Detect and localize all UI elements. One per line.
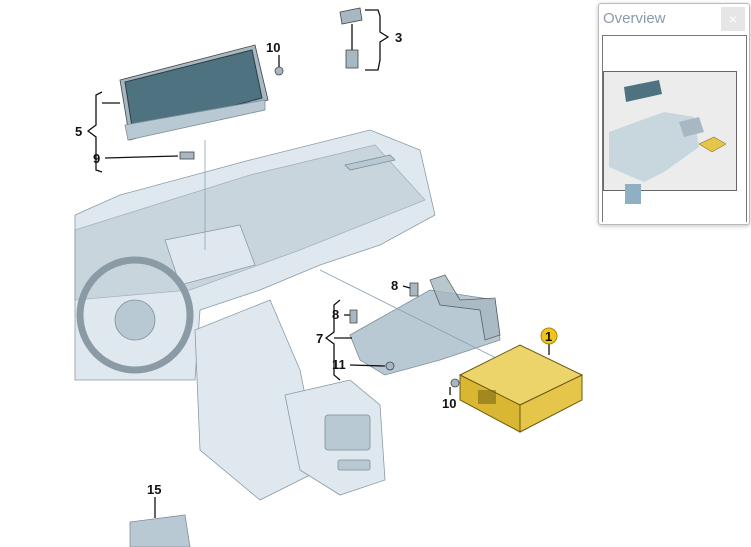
callout-7[interactable]: 7 — [316, 331, 323, 346]
overview-mini-diagram — [609, 80, 727, 182]
overview-viewport-frame[interactable] — [603, 71, 737, 191]
dashboard-illustration — [74, 129, 436, 501]
callout-1[interactable]: 1 — [545, 329, 552, 344]
callout-15[interactable]: 15 — [147, 482, 161, 497]
mounting-bracket-part-7[interactable] — [349, 274, 501, 376]
callout-9[interactable]: 9 — [93, 151, 100, 166]
close-icon[interactable]: × — [721, 7, 745, 31]
bracket-part-9[interactable] — [179, 151, 195, 160]
instrument-display-part-5[interactable] — [119, 44, 269, 141]
leader-lines — [86, 9, 550, 395]
callout-3[interactable]: 3 — [395, 30, 402, 45]
callout-5[interactable]: 5 — [75, 124, 82, 139]
sensor-part-3[interactable] — [339, 7, 363, 69]
clip-part-8[interactable] — [349, 309, 358, 324]
callout-10[interactable]: 10 — [442, 396, 456, 411]
overview-panel: Overview × — [598, 3, 750, 225]
manual-part-15[interactable] — [129, 497, 191, 547]
clip-part-8[interactable] — [409, 282, 419, 297]
screw-part-10[interactable] — [274, 66, 284, 76]
callout-1-badge[interactable] — [540, 327, 558, 345]
overview-manual-thumb — [625, 184, 641, 204]
callout-8[interactable]: 8 — [332, 307, 339, 322]
overview-thumbnail[interactable] — [602, 35, 747, 222]
overview-title: Overview — [603, 10, 666, 27]
screw-part-10[interactable] — [450, 378, 460, 388]
callout-10[interactable]: 10 — [266, 40, 280, 55]
callout-8[interactable]: 8 — [391, 278, 398, 293]
callout-11[interactable]: 11 — [332, 357, 346, 372]
control-unit-part-1[interactable] — [458, 344, 584, 433]
nut-part-11[interactable] — [385, 361, 395, 371]
